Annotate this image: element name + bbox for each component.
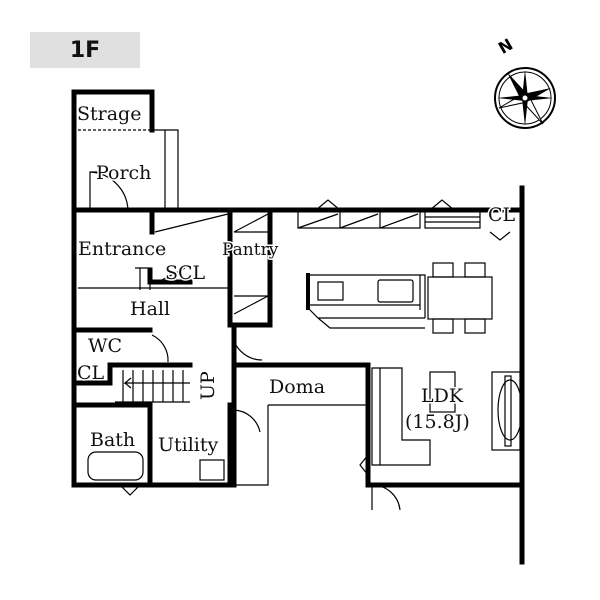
room-label-hall: Hall [130,298,170,320]
stairs-up-label: UP [197,371,219,400]
room-label-wc: WC [88,335,122,357]
room-label-pantry: Pantry [222,240,279,260]
room-label-wc-closet: CL [77,362,105,384]
room-label-ldk-closet: CL [488,204,516,226]
room-label-utility: Utility [158,434,219,456]
floor-label: 1F [30,32,140,68]
compass-icon [494,67,556,129]
fixtures [78,129,523,511]
room-label-porch: Porch [96,162,151,184]
room-label-doma: Doma [269,376,325,398]
room-label-storage: Strage [77,103,141,125]
walls [71,89,525,565]
room-label-ldk: LDK [421,385,464,407]
room-label-scl: SCL [165,262,206,284]
north-label: N [495,35,516,58]
room-label-ldk-size: (15.8J) [405,411,470,433]
room-label-entrance: Entrance [78,238,166,260]
room-label-bath: Bath [90,429,135,451]
